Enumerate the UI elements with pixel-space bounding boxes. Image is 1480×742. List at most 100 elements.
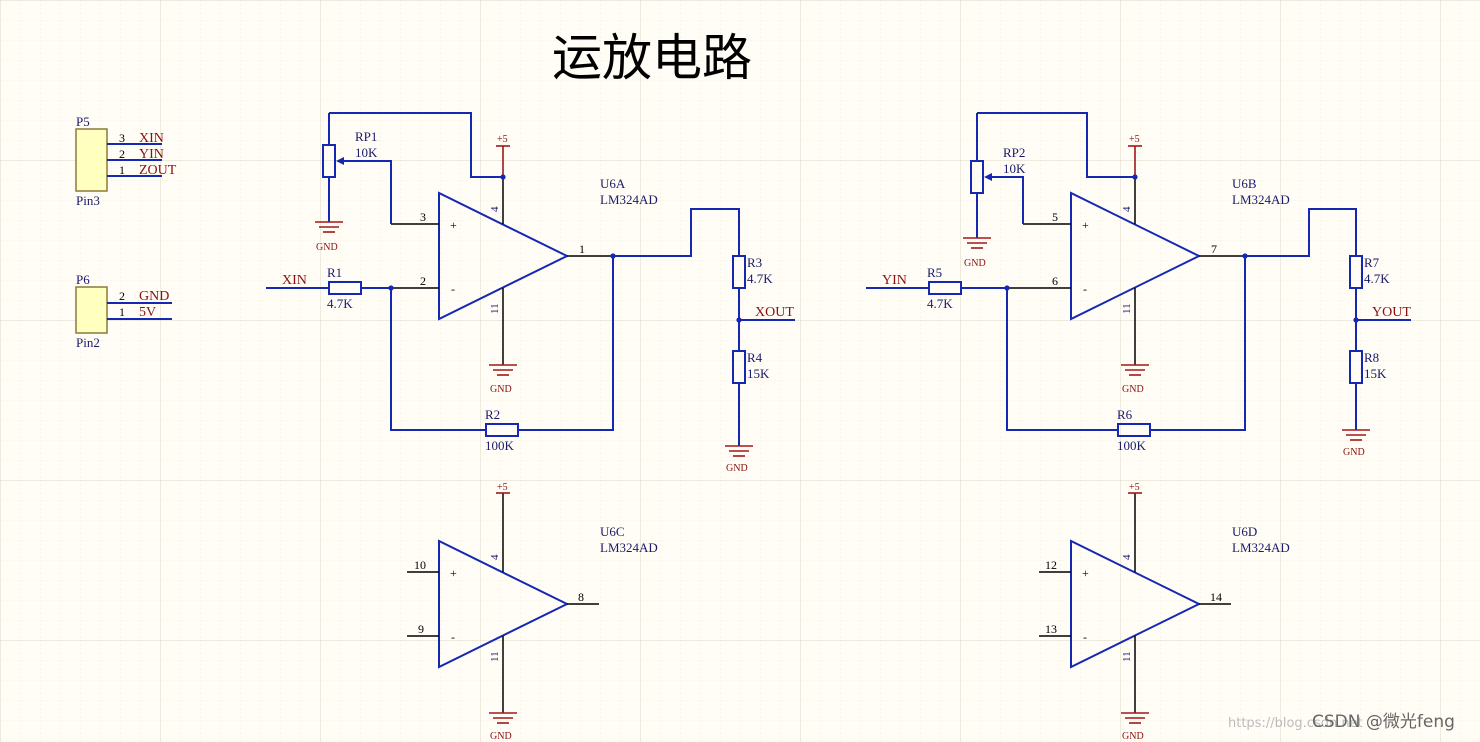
resistor-designator: R2 bbox=[485, 407, 500, 422]
opamp-designator: U6B bbox=[1232, 176, 1257, 191]
resistor-designator: R6 bbox=[1117, 407, 1133, 422]
resistor-value: 4.7K bbox=[927, 296, 953, 311]
pin-number: 2 bbox=[119, 147, 125, 161]
minus-symbol: - bbox=[451, 630, 455, 644]
connector-p6[interactable]: P6 Pin2 2 1 GND 5V bbox=[75, 272, 172, 350]
svg-text:GND: GND bbox=[316, 242, 338, 253]
gnd-symbol: GND bbox=[963, 237, 991, 269]
vcc-symbol: +5 bbox=[1128, 482, 1142, 494]
net-label: 5V bbox=[139, 305, 156, 320]
potentiometer-rp1[interactable]: RP1 10K bbox=[322, 113, 392, 224]
gnd-symbol: GND bbox=[315, 221, 343, 253]
vcc-symbol: +5 bbox=[496, 482, 510, 494]
svg-text:+5: +5 bbox=[497, 134, 508, 145]
resistor-value: 100K bbox=[485, 438, 515, 453]
pin-vcc: 4 bbox=[489, 554, 501, 560]
connector-footprint: Pin2 bbox=[76, 335, 100, 350]
svg-text:GND: GND bbox=[490, 731, 512, 742]
net-label-xout: XOUT bbox=[755, 305, 794, 320]
gnd-symbol: GND bbox=[1121, 364, 1149, 395]
opamp-part: LM324AD bbox=[600, 540, 658, 555]
opamp-u6c[interactable]: + - 10 9 8 4 11 U6C LM324AD bbox=[407, 493, 658, 713]
plus-symbol: + bbox=[450, 218, 457, 232]
pot-designator: RP1 bbox=[355, 129, 377, 144]
resistor-value: 4.7K bbox=[747, 271, 773, 286]
wire bbox=[329, 112, 503, 178]
opamp-u6b[interactable]: + - 5 6 7 4 11 U6B LM324AD bbox=[1007, 175, 1290, 365]
vcc-symbol: +5 bbox=[1128, 134, 1142, 175]
pin-plus: 5 bbox=[1052, 210, 1058, 224]
resistor-r1[interactable]: R1 4.7K bbox=[327, 265, 362, 311]
svg-text:GND: GND bbox=[964, 258, 986, 269]
pin-gnd: 11 bbox=[1121, 651, 1133, 662]
resistor-value: 4.7K bbox=[327, 296, 353, 311]
pot-value: 10K bbox=[355, 145, 378, 160]
opamp-designator: U6A bbox=[600, 176, 626, 191]
net-label-xin: XIN bbox=[282, 273, 307, 288]
gnd-symbol: GND bbox=[1342, 429, 1370, 458]
svg-text:GND: GND bbox=[1122, 731, 1144, 742]
watermark: CSDN @微光feng bbox=[1312, 712, 1455, 732]
pin-vcc: 4 bbox=[1121, 206, 1133, 212]
opamp-designator: U6C bbox=[600, 524, 625, 539]
pin-number: 1 bbox=[119, 163, 125, 177]
net-label: GND bbox=[139, 289, 169, 304]
pin-gnd: 11 bbox=[489, 303, 501, 314]
plus-symbol: + bbox=[1082, 566, 1089, 580]
opamp-part: LM324AD bbox=[1232, 540, 1290, 555]
gnd-symbol: GND bbox=[725, 445, 753, 474]
plus-symbol: + bbox=[450, 566, 457, 580]
resistor-value: 15K bbox=[1364, 366, 1387, 381]
connector-designator: P6 bbox=[76, 272, 90, 287]
pin-number: 1 bbox=[119, 305, 125, 319]
pin-plus: 10 bbox=[414, 558, 426, 572]
resistor-r3[interactable]: R3 4.7K bbox=[732, 255, 773, 289]
plus-symbol: + bbox=[1082, 218, 1089, 232]
minus-symbol: - bbox=[1083, 630, 1087, 644]
svg-text:+5: +5 bbox=[497, 482, 508, 493]
minus-symbol: - bbox=[451, 282, 455, 296]
opamp-part: LM324AD bbox=[600, 192, 658, 207]
opamp-u6d[interactable]: + - 12 13 14 4 11 U6D LM324AD bbox=[1039, 493, 1290, 713]
resistor-value: 100K bbox=[1117, 438, 1147, 453]
net-label: YIN bbox=[139, 147, 164, 162]
resistor-designator: R5 bbox=[927, 265, 942, 280]
pin-out: 14 bbox=[1210, 590, 1222, 604]
minus-symbol: - bbox=[1083, 282, 1087, 296]
gnd-symbol: GND bbox=[489, 712, 517, 742]
net-label-yout: YOUT bbox=[1372, 305, 1411, 320]
pin-out: 7 bbox=[1211, 242, 1217, 256]
resistor-r4[interactable]: R4 15K bbox=[732, 350, 770, 384]
pin-vcc: 4 bbox=[489, 206, 501, 212]
connector-designator: P5 bbox=[76, 114, 90, 129]
connector-p5[interactable]: P5 Pin3 3 2 1 XIN YIN ZOUT bbox=[75, 114, 177, 208]
pin-plus: 3 bbox=[420, 210, 426, 224]
svg-text:+5: +5 bbox=[1129, 482, 1140, 493]
resistor-designator: R8 bbox=[1364, 350, 1379, 365]
svg-text:GND: GND bbox=[490, 384, 512, 395]
resistor-value: 15K bbox=[747, 366, 770, 381]
svg-text:GND: GND bbox=[1343, 447, 1365, 458]
opamp-designator: U6D bbox=[1232, 524, 1257, 539]
pin-minus: 13 bbox=[1045, 622, 1057, 636]
net-label-yin: YIN bbox=[882, 273, 907, 288]
resistor-designator: R3 bbox=[747, 255, 762, 270]
connector-footprint: Pin3 bbox=[76, 193, 100, 208]
opamp-u6a[interactable]: + - 3 2 1 4 11 U6A LM324AD bbox=[391, 175, 658, 365]
gnd-symbol: GND bbox=[489, 364, 517, 395]
net-label: XIN bbox=[139, 131, 164, 146]
page-title: 运放电路 bbox=[552, 29, 752, 87]
pin-minus: 2 bbox=[420, 274, 426, 288]
resistor-designator: R4 bbox=[747, 350, 763, 365]
resistor-r8[interactable]: R8 15K bbox=[1349, 350, 1387, 384]
net-label: ZOUT bbox=[139, 163, 177, 178]
potentiometer-rp2[interactable]: RP2 10K bbox=[970, 113, 1026, 238]
svg-text:GND: GND bbox=[726, 463, 748, 474]
pin-plus: 12 bbox=[1045, 558, 1057, 572]
pot-value: 10K bbox=[1003, 161, 1026, 176]
pin-number: 3 bbox=[119, 131, 125, 145]
pin-vcc: 4 bbox=[1121, 554, 1133, 560]
